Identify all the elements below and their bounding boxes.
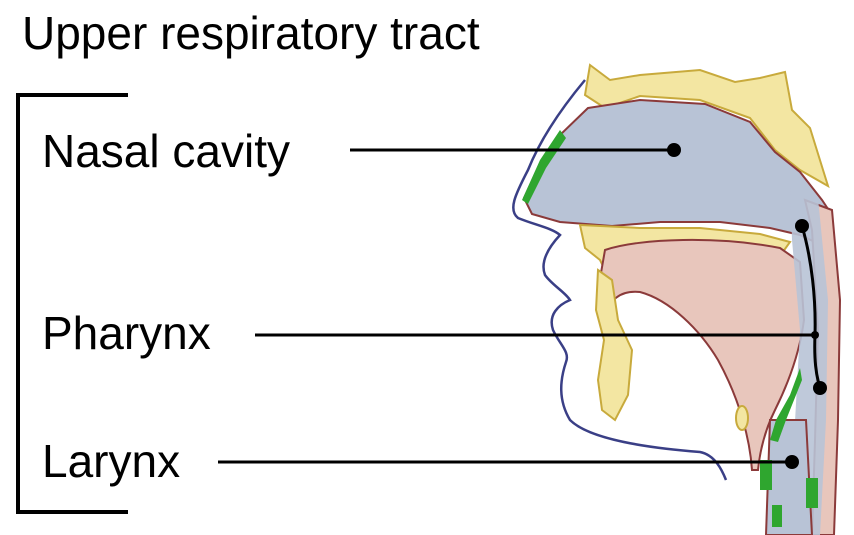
larynx-cartilage-1 [760,460,772,490]
nasal-cavity-label: Nasal cavity [42,128,290,174]
pharynx-dot [811,331,819,339]
pharynx-span-dot-top [795,219,809,233]
diagram-title: Upper respiratory tract [22,10,480,56]
hyoid-bone [736,406,748,430]
pharynx-span-dot-bottom [813,381,827,395]
larynx-cartilage-2 [806,478,818,508]
larynx-cartilage-3 [772,505,782,527]
pharynx-label: Pharynx [42,310,211,356]
nasal-cavity-dot [667,143,681,157]
larynx-dot [785,455,799,469]
larynx-label: Larynx [42,438,180,484]
